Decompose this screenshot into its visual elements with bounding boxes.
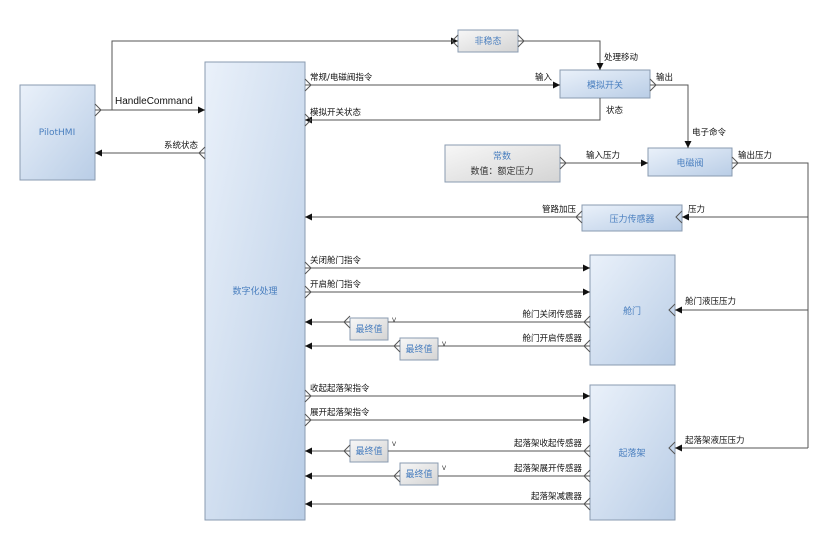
non-steady-label: 非稳态	[474, 35, 501, 47]
final-value-label-3: 最终值	[355, 445, 382, 457]
label-normal-cmd: 常规/电磁阀指令	[310, 72, 373, 83]
final-value-label-4: 最终值	[405, 468, 432, 480]
v-port-3: V	[392, 441, 397, 448]
pilot-hmi-label: PilotHMI	[39, 128, 75, 138]
label-gear-extend-sensor: 起落架展开传感器	[514, 463, 583, 474]
analog-switch-label: 模拟开关	[587, 79, 623, 91]
constant-title: 常数	[493, 150, 511, 162]
port-markers	[94, 34, 739, 511]
landing-gear-block[interactable]: 起落架	[589, 384, 676, 521]
final-value-block-3[interactable]: 最终值	[349, 439, 389, 463]
wire-analog-status	[305, 98, 601, 124]
pilot-hmi-block[interactable]: PilotHMI	[19, 84, 96, 181]
v-port-1: V	[392, 317, 397, 324]
label-system-status: 系统状态	[164, 140, 199, 151]
v-port-4: V	[442, 465, 447, 472]
landing-gear-label: 起落架	[618, 447, 645, 459]
label-gear-retract-sensor: 起落架收起传感器	[514, 438, 583, 449]
label-door-hydraulic: 舱门液压压力	[685, 296, 736, 307]
label-pressure: 压力	[688, 204, 705, 215]
final-value-block-4[interactable]: 最终值	[399, 462, 439, 486]
final-value-label-1: 最终值	[355, 323, 382, 335]
constant-value: 数值：额定压力	[470, 165, 533, 177]
v-port-2: V	[442, 341, 447, 348]
solenoid-valve-label: 电磁阀	[676, 157, 703, 169]
label-handle-command: HandleCommand	[115, 96, 193, 107]
hatch-door-block[interactable]: 舱门	[589, 254, 676, 366]
final-value-block-2[interactable]: 最终值	[399, 337, 439, 361]
digital-processing-label: 数字化处理	[232, 285, 277, 297]
label-pipe-pressurize: 管路加压	[542, 204, 577, 215]
wire-to-non-steady	[111, 37, 458, 110]
solenoid-valve-block[interactable]: 电磁阀	[647, 147, 733, 177]
wire-electronic-cmd	[650, 84, 692, 148]
label-retract-gear-cmd: 收起起落架指令	[310, 383, 370, 394]
label-output: 输出	[656, 72, 673, 83]
wire-output-pressure	[732, 162, 809, 448]
digital-processing-block[interactable]: 数字化处理	[204, 61, 306, 521]
label-input-pressure: 输入压力	[586, 150, 620, 161]
label-close-door-cmd: 关闭舱门指令	[310, 255, 362, 266]
hatch-door-label: 舱门	[623, 305, 641, 317]
final-value-label-2: 最终值	[405, 343, 432, 355]
label-door-close-sensor: 舱门关闭传感器	[522, 309, 582, 320]
pressure-sensor-label: 压力传感器	[609, 213, 654, 225]
label-process-move: 处理移动	[604, 52, 639, 63]
final-value-block-1[interactable]: 最终值	[349, 317, 389, 341]
constant-block[interactable]: 常数 数值：额定压力	[444, 144, 561, 183]
label-output-pressure: 输出压力	[738, 150, 772, 161]
wire-process-move	[518, 40, 604, 70]
label-door-open-sensor: 舱门开启传感器	[522, 333, 582, 344]
pressure-sensor-block[interactable]: 压力传感器	[581, 204, 683, 232]
label-open-door-cmd: 开启舱门指令	[310, 279, 362, 290]
label-analog-status: 模拟开关状态	[310, 107, 362, 118]
label-extend-gear-cmd: 展开起落架指令	[310, 407, 370, 418]
analog-switch-block[interactable]: 模拟开关	[559, 69, 651, 99]
non-steady-block[interactable]: 非稳态	[457, 29, 519, 53]
label-gear-damper: 起落架减震器	[531, 491, 583, 502]
label-status: 状态	[606, 105, 624, 116]
label-electronic-cmd: 电子命令	[692, 127, 727, 138]
label-gear-hydraulic: 起落架液压压力	[685, 435, 745, 446]
label-input: 输入	[535, 72, 553, 83]
